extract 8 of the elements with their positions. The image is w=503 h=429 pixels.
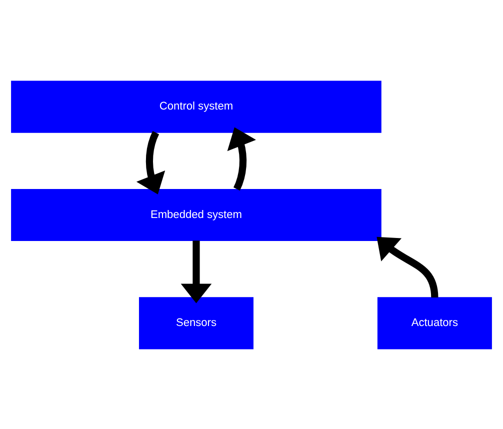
arrow	[136, 130, 166, 194]
node-box: Sensors	[138, 296, 254, 349]
node-box: Actuators	[377, 296, 492, 349]
node-box: Control system	[11, 80, 382, 132]
arrow	[376, 236, 438, 298]
arrow	[180, 240, 212, 303]
arrow	[227, 126, 256, 190]
node-box: Embedded system	[11, 188, 382, 241]
